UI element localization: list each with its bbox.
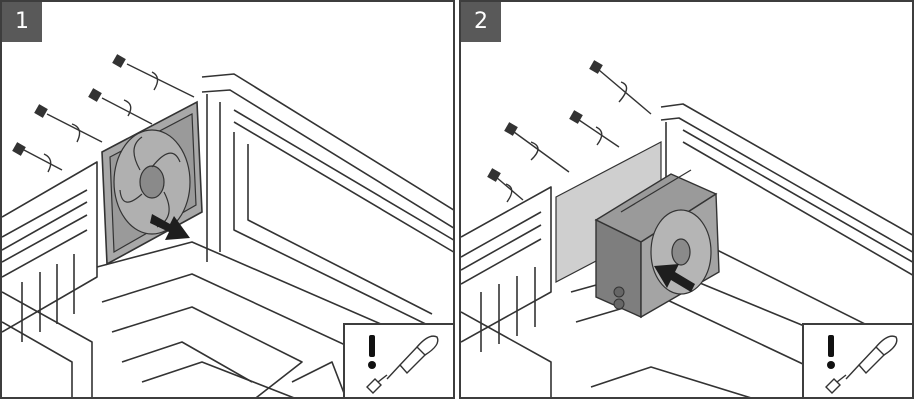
- screw-icon: [12, 142, 26, 156]
- step-number-badge: 1: [2, 2, 42, 42]
- case-fan: [102, 102, 202, 264]
- step-1-panel: 1: [0, 0, 455, 399]
- tool-callout: [343, 323, 453, 397]
- step-number-badge: 2: [461, 2, 501, 42]
- screw-icon: [367, 375, 387, 393]
- screw-icon: [34, 104, 48, 118]
- screw-icon: [112, 54, 126, 68]
- tool-callout: [802, 323, 912, 397]
- caution-icon: [368, 335, 376, 369]
- screw-icon: [826, 375, 846, 393]
- screw-icon: [88, 88, 102, 102]
- step-2-panel: 2: [459, 0, 914, 399]
- screwdriver-icon: [387, 336, 438, 379]
- screwdriver-icon: [846, 336, 897, 379]
- caution-icon: [827, 335, 835, 369]
